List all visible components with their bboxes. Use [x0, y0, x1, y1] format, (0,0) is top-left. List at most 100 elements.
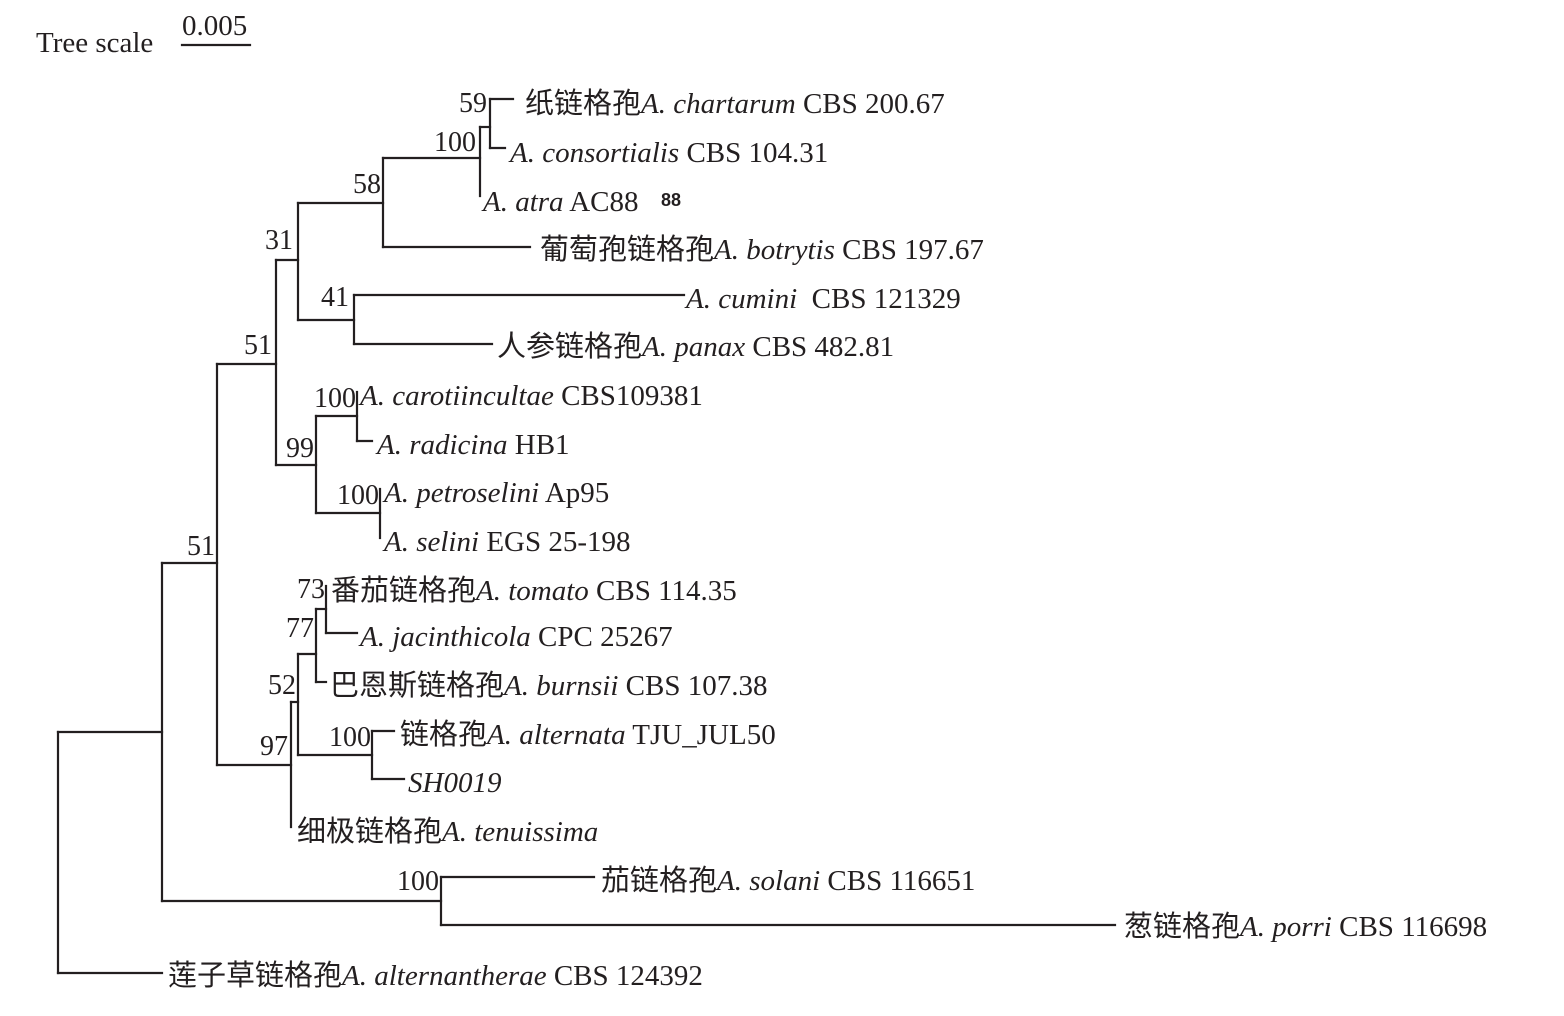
taxon-species: tenuissima — [474, 816, 598, 848]
taxon-label: A. carotiincultae CBS109381 — [358, 380, 703, 412]
taxon-label: 番茄链格孢A. tomato CBS 114.35 — [331, 574, 737, 607]
taxon-genus: A. — [481, 186, 515, 218]
taxon-genus: A. — [639, 88, 673, 120]
taxon-species: petroselini — [414, 477, 539, 509]
taxon-species: selini — [416, 526, 479, 558]
bootstrap-value: 51 — [187, 531, 215, 562]
bootstrap-value: 58 — [353, 169, 381, 200]
taxon-species: panax — [672, 331, 745, 363]
bootstrap-value: 100 — [397, 866, 439, 897]
bootstrap-value: 100 — [314, 383, 356, 414]
bootstrap-value: 52 — [268, 670, 296, 701]
taxon-species: cumini — [718, 283, 797, 315]
taxon-strain: CBS 114.35 — [589, 575, 737, 607]
taxon-genus: A. — [640, 331, 674, 363]
tree-branches — [56, 97, 1117, 975]
taxon-chinese-name: 番茄链格孢 — [331, 574, 476, 607]
taxon-genus: A. — [485, 719, 519, 751]
taxon-chinese-name: 葱链格孢 — [1124, 910, 1240, 943]
taxon-label: A. consortialis CBS 104.31 — [508, 137, 828, 169]
taxon-strain: CBS 197.67 — [835, 234, 984, 266]
bootstrap-value: 97 — [260, 731, 288, 762]
taxon-strain: AC88 — [564, 186, 639, 218]
taxon-species: tomato — [508, 575, 589, 607]
taxon-genus: A. — [502, 670, 536, 702]
taxon-species: chartarum — [673, 88, 795, 120]
taxon-strain: Ap95 — [539, 477, 609, 509]
taxon-species: jacinthicola — [388, 621, 531, 653]
taxon-species: alternantherae — [374, 960, 546, 992]
bootstrap-value: 73 — [297, 574, 325, 605]
bootstrap-value: 100 — [434, 127, 476, 158]
taxon-species: radicina — [409, 429, 507, 461]
taxon-strain: CBS 116651 — [820, 865, 975, 897]
taxon-chinese-name: 纸链格孢 — [525, 87, 641, 120]
bootstrap-value: 99 — [286, 433, 314, 464]
taxon-strain: CBS 124392 — [547, 960, 703, 992]
bootstrap-value: 51 — [244, 330, 272, 361]
taxon-species: consortialis — [542, 137, 679, 169]
taxon-label: 葡萄孢链格孢A. botrytis CBS 197.67 — [540, 233, 984, 266]
taxon-genus: A. — [474, 575, 508, 607]
taxon-species: botrytis — [746, 234, 835, 266]
taxon-genus: A. — [1238, 911, 1272, 943]
taxon-genus: A. — [440, 816, 474, 848]
taxon-genus: A. — [382, 526, 416, 558]
bootstrap-value: 100 — [337, 480, 379, 511]
taxon-label: 链格孢A. alternata TJU_JUL50 — [400, 718, 776, 751]
taxon-strain: CBS 107.38 — [618, 670, 767, 702]
taxon-strain: CPC 25267 — [531, 621, 673, 653]
taxon-species: atra — [515, 186, 563, 218]
taxon-strain: CBS109381 — [554, 380, 703, 412]
bootstrap-values: 59 100 58 31 41 51 100 99 100 51 73 77 5… — [187, 88, 487, 897]
taxon-chinese-name: 茄链格孢 — [601, 864, 717, 897]
taxon-label: A. radicina HB1 — [375, 429, 570, 461]
taxon-species: SH0019 — [408, 767, 502, 799]
taxon-genus: A. — [715, 865, 749, 897]
taxon-label: 巴恩斯链格孢A. burnsii CBS 107.38 — [330, 669, 768, 702]
taxon-species: alternata — [519, 719, 625, 751]
taxon-label: 细极链格孢A. tenuissima — [297, 815, 598, 848]
taxon-label: 纸链格孢A. chartarum CBS 200.67 — [525, 87, 945, 120]
taxon-label: A. selini EGS 25-198 — [382, 526, 631, 558]
taxon-genus: A. — [358, 380, 392, 412]
taxon-label: 人参链格孢A. panax CBS 482.81 — [497, 330, 894, 363]
taxon-chinese-name: 人参链格孢 — [497, 330, 642, 363]
taxon-genus: A. — [712, 234, 746, 266]
taxon-label: A. atra AC88 — [481, 186, 639, 218]
bootstrap-value: 31 — [265, 225, 293, 256]
tree-scale: Tree scale 0.005 — [36, 10, 252, 59]
bootstrap-value: 41 — [321, 282, 349, 313]
bootstrap-value: 100 — [329, 722, 371, 753]
atra-overprint-mark: 88 — [661, 190, 681, 210]
bootstrap-value: 77 — [286, 613, 314, 644]
tree-scale-value: 0.005 — [182, 10, 247, 42]
taxon-species: porri — [1270, 911, 1332, 943]
taxon-strain: CBS 482.81 — [745, 331, 894, 363]
taxon-strain: EGS 25-198 — [479, 526, 630, 558]
taxon-strain: CBS 200.67 — [796, 88, 945, 120]
taxon-genus: A. — [382, 477, 416, 509]
taxon-genus: A. — [508, 137, 542, 169]
taxon-strain: HB1 — [508, 429, 570, 461]
bootstrap-value: 59 — [459, 88, 487, 119]
taxon-species: burnsii — [536, 670, 618, 702]
taxon-label: 莲子草链格孢A. alternantherae CBS 124392 — [168, 959, 703, 992]
taxon-label: A. jacinthicola CPC 25267 — [358, 621, 673, 653]
taxon-genus: A. — [684, 283, 718, 315]
taxon-strain: TJU_JUL50 — [626, 719, 776, 751]
taxon-chinese-name: 巴恩斯链格孢 — [330, 669, 504, 702]
taxon-species: solani — [749, 865, 820, 897]
taxon-label: A. petroselini Ap95 — [382, 477, 609, 509]
taxon-label: A. cumini CBS 121329 — [684, 283, 961, 315]
taxon-label: 葱链格孢A. porri CBS 116698 — [1124, 910, 1487, 943]
taxon-genus: A. — [375, 429, 409, 461]
taxon-strain: CBS 104.31 — [679, 137, 828, 169]
taxon-chinese-name: 链格孢 — [400, 718, 487, 751]
taxon-chinese-name: 葡萄孢链格孢 — [540, 233, 714, 266]
taxon-label: SH0019 — [408, 767, 502, 799]
taxon-chinese-name: 细极链格孢 — [297, 815, 442, 848]
taxon-chinese-name: 莲子草链格孢 — [168, 959, 342, 992]
taxon-strain: CBS 116698 — [1332, 911, 1487, 943]
